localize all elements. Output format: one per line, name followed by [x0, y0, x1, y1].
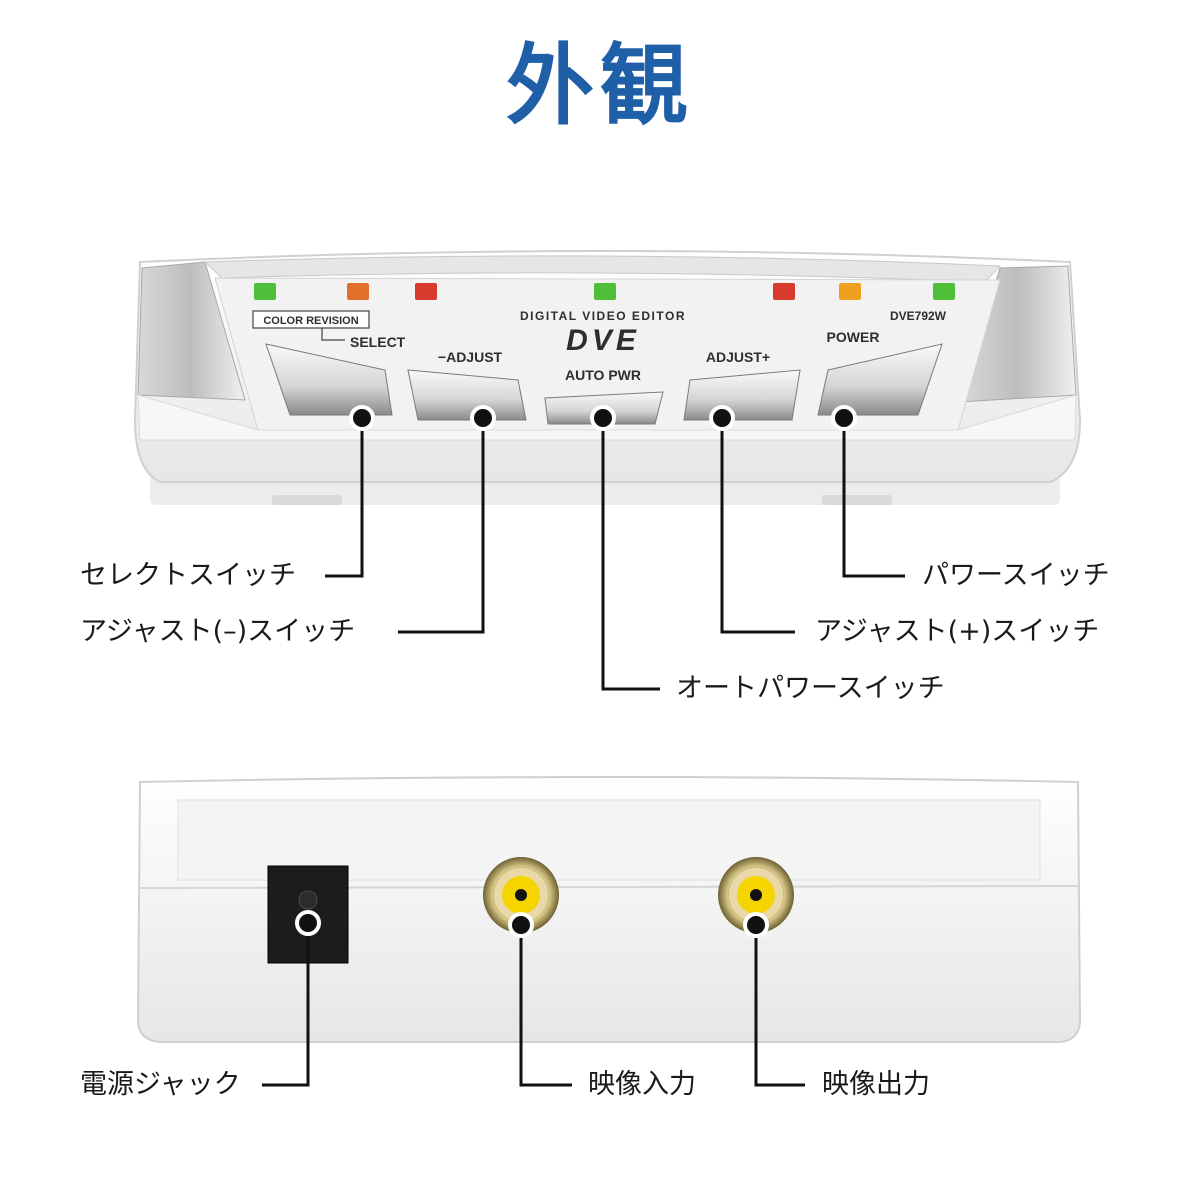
- rear-device: [136, 776, 1082, 1043]
- color-revision-label: COLOR REVISION: [263, 315, 358, 327]
- front-device: COLOR REVISION SELECT −ADJUST AUTO PWR A…: [133, 250, 1082, 505]
- rear-callout-dots: [295, 910, 769, 938]
- front-callout-dots: [349, 405, 857, 431]
- select-button[interactable]: [265, 343, 393, 416]
- callout-video-out: 映像出力: [822, 1069, 930, 1100]
- model-number: DVE792W: [890, 309, 947, 323]
- led-indicator: [594, 283, 616, 300]
- led-indicator: [415, 283, 437, 300]
- led-indicators: [254, 283, 955, 300]
- color-revision-box: [252, 310, 370, 329]
- callout-video-in: 映像入力: [588, 1069, 696, 1100]
- page-title: 外観: [505, 34, 694, 137]
- led-indicator: [254, 283, 276, 300]
- led-indicator: [933, 283, 955, 300]
- video-out-jack[interactable]: [718, 857, 794, 933]
- auto-pwr-label: AUTO PWR: [565, 367, 641, 383]
- front-leader-lines: [325, 418, 905, 691]
- adjust-minus-button[interactable]: [407, 369, 527, 421]
- select-label: SELECT: [350, 334, 406, 350]
- brand-logo: DVE: [566, 324, 640, 357]
- adjust-minus-label: −ADJUST: [438, 349, 503, 365]
- callout-adjust-plus-switch: アジャスト(+)スイッチ: [815, 616, 1100, 647]
- led-indicator: [839, 283, 861, 300]
- brand-subtitle: DIGITAL VIDEO EDITOR: [520, 309, 686, 323]
- led-indicator: [347, 283, 369, 300]
- callout-power-switch: パワースイッチ: [922, 560, 1110, 591]
- callout-adjust-minus-switch: アジャスト(–)スイッチ: [80, 616, 356, 647]
- callout-power-jack: 電源ジャック: [80, 1069, 241, 1100]
- led-indicator: [773, 283, 795, 300]
- adjust-plus-label: ADJUST+: [706, 349, 770, 365]
- power-label: POWER: [827, 329, 880, 345]
- callout-auto-power-switch: オートパワースイッチ: [676, 673, 945, 704]
- adjust-plus-button[interactable]: [683, 369, 801, 421]
- power-button[interactable]: [817, 343, 943, 416]
- video-in-jack[interactable]: [483, 857, 559, 933]
- rear-leader-lines: [262, 923, 805, 1087]
- callout-select-switch: セレクトスイッチ: [80, 560, 296, 591]
